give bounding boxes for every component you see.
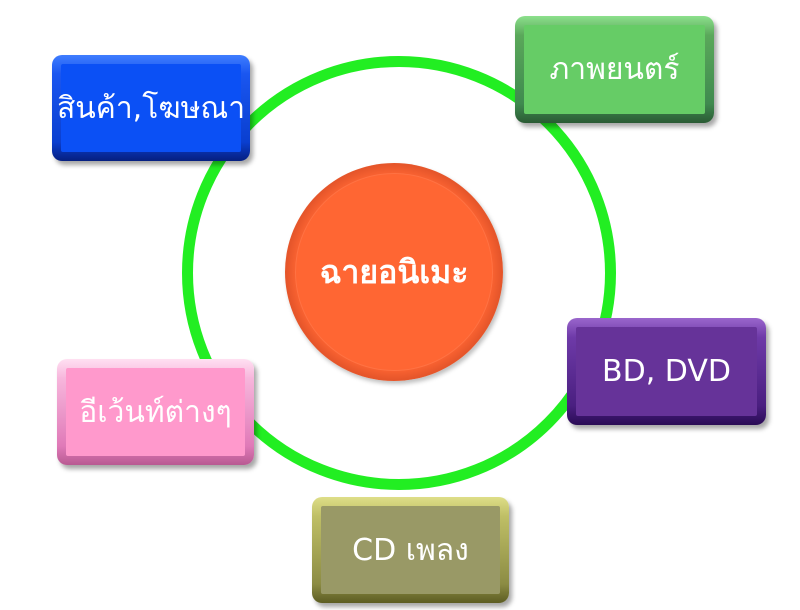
center-node: ฉายอนิเมะ <box>285 163 503 381</box>
center-node-label: ฉายอนิเมะ <box>319 252 469 291</box>
node-events-face: อีเว้นท์ต่างๆ <box>66 368 245 456</box>
node-movies: ภาพยนตร์ <box>515 16 714 123</box>
node-events-label: อีเว้นท์ต่างๆ <box>79 394 232 430</box>
node-bd-dvd-label: BD, DVD <box>602 354 731 389</box>
node-events: อีเว้นท์ต่างๆ <box>57 359 254 465</box>
node-music-cd-face: CD เพลง <box>321 506 500 594</box>
node-bd-dvd: BD, DVD <box>567 318 766 425</box>
node-products-ads-label: สินค้า,โฆษณา <box>56 90 246 126</box>
node-movies-label: ภาพยนตร์ <box>549 52 680 87</box>
node-products-ads: สินค้า,โฆษณา <box>52 55 250 161</box>
node-bd-dvd-face: BD, DVD <box>576 327 757 416</box>
center-node-face: ฉายอนิเมะ <box>295 173 493 371</box>
node-movies-face: ภาพยนตร์ <box>524 25 705 114</box>
node-products-ads-face: สินค้า,โฆษณา <box>57 64 245 152</box>
node-music-cd: CD เพลง <box>312 497 509 603</box>
node-music-cd-label: CD เพลง <box>352 532 469 568</box>
connection-ring <box>182 56 616 490</box>
